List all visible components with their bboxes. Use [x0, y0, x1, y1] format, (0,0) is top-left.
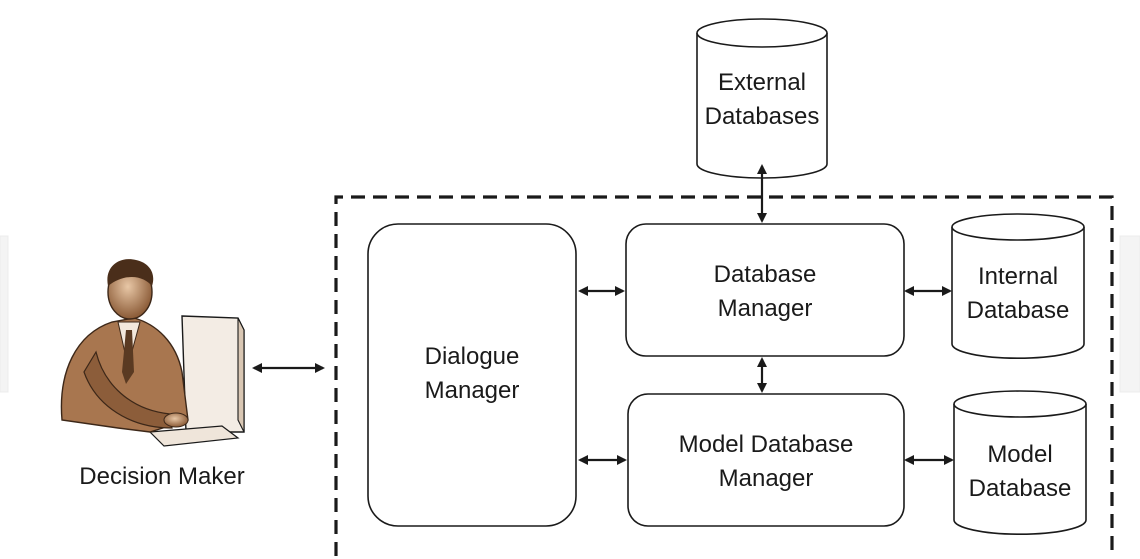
internal-database-label-line1: Internal — [978, 263, 1058, 290]
model-database-manager-label-line1: Model Database — [679, 431, 854, 458]
internal-database-label-line2: Database — [967, 297, 1070, 324]
external-databases-label-line2: Databases — [705, 103, 820, 130]
model-database-manager-label-line2: Manager — [719, 465, 814, 492]
database-manager-label-line2: Manager — [718, 295, 813, 322]
internal-database-node: Internal Database — [951, 213, 1085, 359]
model-database-node: Model Database — [953, 390, 1087, 535]
external-databases-node: External Databases — [696, 18, 828, 179]
dialogue-manager-label-line2: Manager — [425, 377, 520, 404]
internal-database-cylinder-top — [951, 213, 1085, 241]
database-manager-label-line1: Database — [714, 261, 817, 288]
arm-shape — [83, 350, 173, 429]
person-at-computer-icon — [60, 259, 245, 447]
necktie — [122, 330, 134, 384]
model-database-label-line1: Model — [987, 441, 1052, 468]
decision-maker-label: Decision Maker — [79, 463, 244, 490]
hair-shape — [107, 259, 154, 286]
system-boundary — [334, 195, 1114, 556]
database-manager-box — [625, 223, 905, 357]
dialogue-manager-node: Dialogue Manager — [367, 223, 577, 527]
monitor-shape — [181, 315, 245, 433]
watermark-shape — [0, 235, 1140, 393]
dialogue-manager-box — [367, 223, 577, 527]
model-database-manager-box — [627, 393, 905, 527]
dialogue-manager-label-line1: Dialogue — [425, 343, 520, 370]
model-database-manager-node: Model Database Manager — [627, 393, 905, 527]
model-database-cylinder-top — [953, 390, 1087, 418]
database-manager-node: Database Manager — [625, 223, 905, 357]
model-database-label-line2: Database — [969, 475, 1072, 502]
internal-database-cylinder — [951, 227, 1085, 359]
monitor-side — [237, 317, 245, 433]
external-databases-cylinder-top — [696, 18, 828, 48]
keyboard-shape — [148, 425, 240, 447]
hand-shape — [163, 412, 189, 428]
external-databases-label-line1: External — [718, 69, 806, 96]
model-database-cylinder — [953, 404, 1087, 535]
